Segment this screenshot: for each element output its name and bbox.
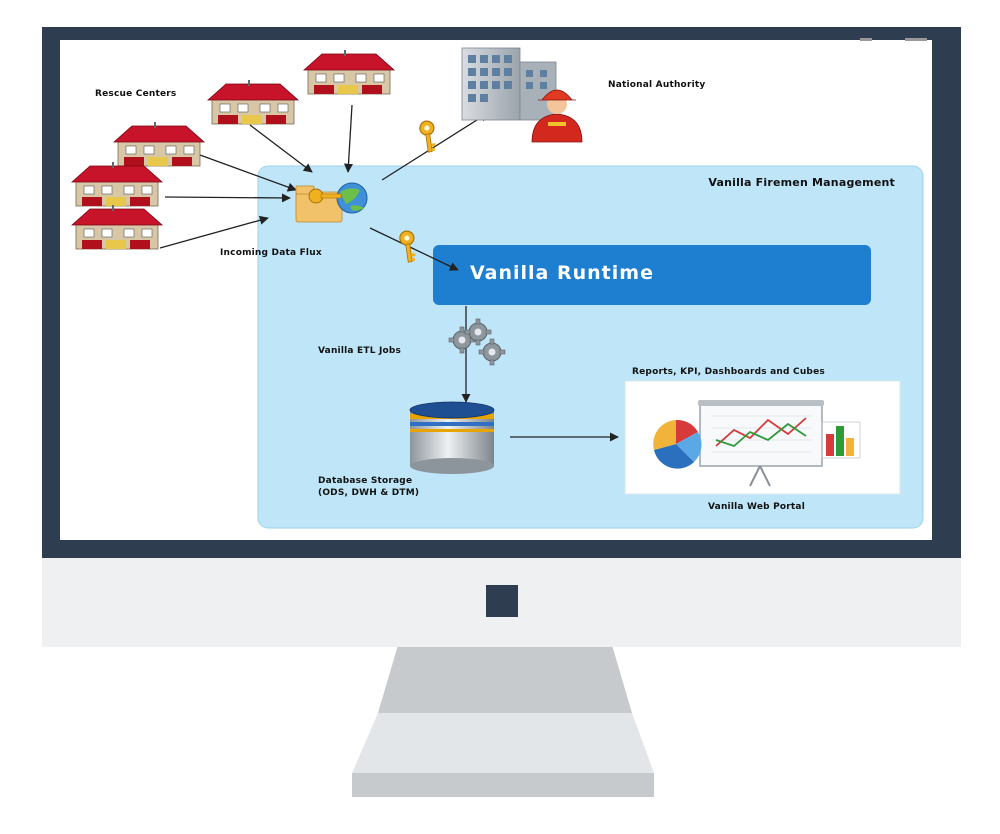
arrow-house4-hub — [164, 193, 291, 203]
screen-corner-mark — [905, 38, 927, 41]
screen-corner-mark — [860, 38, 872, 41]
runtime-box — [433, 245, 871, 305]
arrow-house3-hub — [199, 154, 297, 192]
database-icon — [409, 401, 495, 474]
runtime-label: Vanilla Runtime — [470, 262, 654, 284]
monitor-stand-base — [352, 713, 654, 773]
incoming-data-flux-label: Incoming Data Flux — [220, 248, 322, 258]
arrow-hub-runtime — [369, 227, 459, 271]
etl-jobs-label: Vanilla ETL Jobs — [318, 346, 402, 356]
national-authority-label: National Authority — [608, 80, 706, 90]
web-portal-label: Vanilla Web Portal — [708, 502, 805, 512]
firefighter-icon — [531, 89, 583, 143]
office-building-icon — [461, 47, 557, 121]
storage-label-line2: (ODS, DWH & DTM) — [318, 488, 420, 498]
reports-label: Reports, KPI, Dashboards and Cubes — [632, 367, 825, 377]
arrow-house2-hub — [343, 104, 354, 173]
arrow-hub-authority — [381, 112, 489, 181]
storage-label-line1: Database Storage — [318, 476, 413, 486]
arrow-house5-hub — [159, 215, 269, 249]
management-title: Vanilla Firemen Management — [708, 176, 895, 189]
power-button[interactable] — [486, 585, 518, 617]
folder-globe-icon — [295, 182, 368, 223]
rescue-centers-label: Rescue Centers — [95, 89, 177, 99]
monitor-stand-foot — [352, 773, 654, 797]
presentation-board-icon — [653, 400, 861, 487]
arrow-house1-hub — [249, 124, 313, 173]
monitor-stand-neck — [378, 645, 632, 713]
